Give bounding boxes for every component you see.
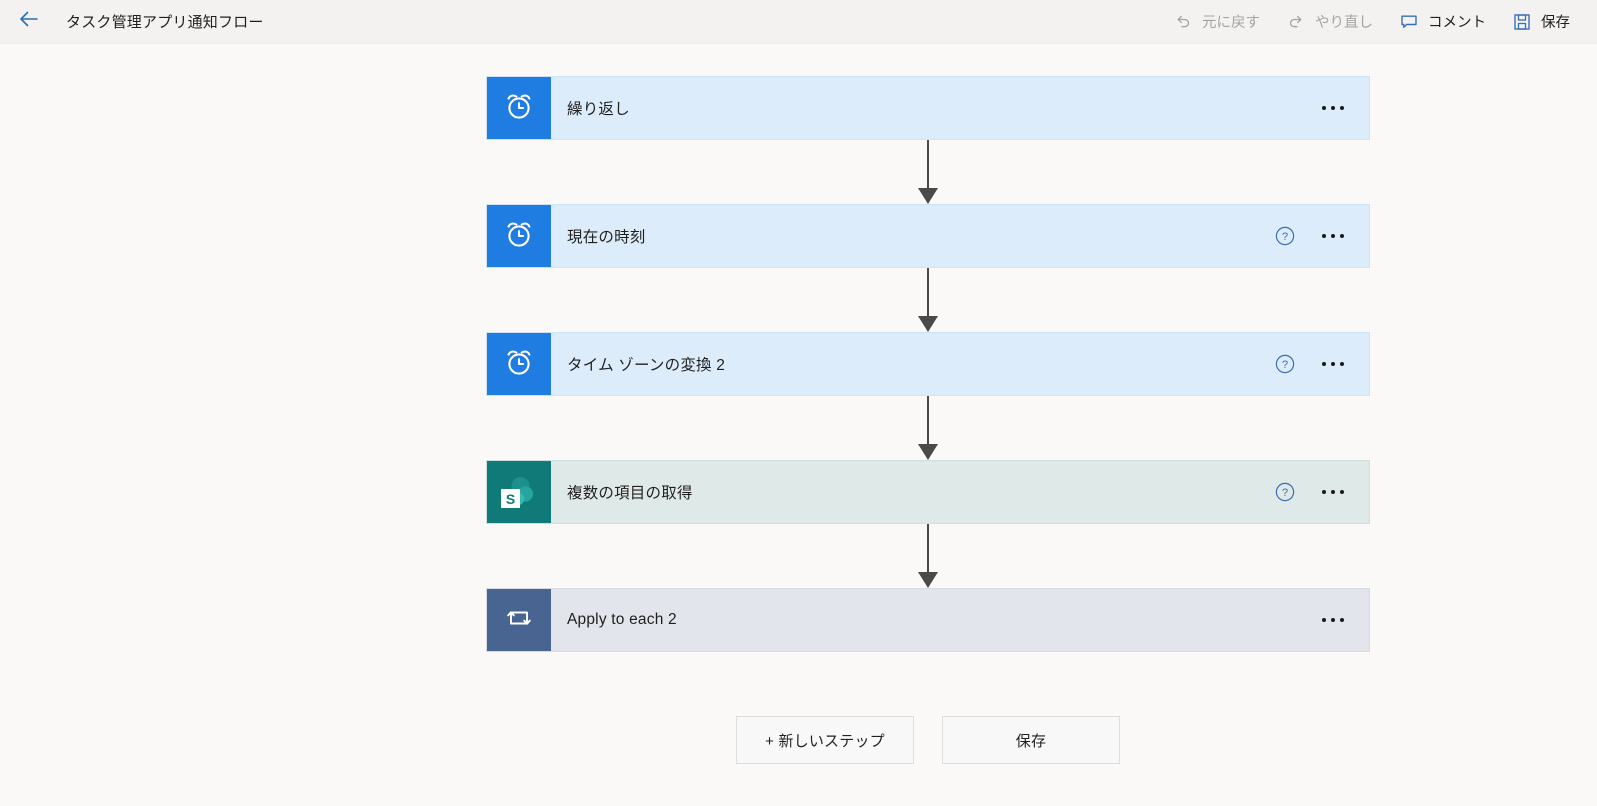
help-circle-icon[interactable]: ? bbox=[1271, 478, 1299, 506]
svg-text:?: ? bbox=[1282, 487, 1288, 499]
new-step-button[interactable]: + 新しいステップ bbox=[736, 716, 914, 764]
help-circle-icon[interactable]: ? bbox=[1271, 222, 1299, 250]
app-header: タスク管理アプリ通知フロー 元に戻す やり直し bbox=[0, 0, 1597, 44]
header-toolbar: 元に戻す やり直し コメント bbox=[1160, 5, 1583, 38]
flow-card-apply-to-each[interactable]: Apply to each 2 bbox=[486, 588, 1370, 652]
undo-label: 元に戻す bbox=[1202, 15, 1260, 31]
help-circle-icon[interactable]: ? bbox=[1271, 350, 1299, 378]
flow-connector bbox=[486, 140, 1370, 204]
card-icon-container bbox=[487, 333, 551, 395]
save-button[interactable]: 保存 bbox=[1499, 5, 1583, 38]
flow-connector bbox=[486, 268, 1370, 332]
card-body: 現在の時刻 ? bbox=[551, 205, 1369, 267]
card-title: タイム ゾーンの変換 2 bbox=[567, 357, 726, 374]
save-icon bbox=[1512, 12, 1532, 32]
undo-button[interactable]: 元に戻す bbox=[1160, 5, 1273, 38]
flow-connector bbox=[486, 524, 1370, 588]
flow-card-get-items[interactable]: S 複数の項目の取得 ? bbox=[486, 460, 1370, 524]
ellipsis-icon[interactable] bbox=[1313, 94, 1353, 122]
card-icon-container bbox=[487, 589, 551, 651]
flow-container: 繰り返し bbox=[486, 76, 1370, 764]
card-actions bbox=[1309, 606, 1353, 634]
card-icon-container bbox=[487, 77, 551, 139]
card-body: 複数の項目の取得 ? bbox=[551, 461, 1369, 523]
undo-icon bbox=[1173, 12, 1193, 32]
card-actions bbox=[1309, 94, 1353, 122]
card-icon-container bbox=[487, 205, 551, 267]
footer-save-button[interactable]: 保存 bbox=[942, 716, 1120, 764]
loop-repeat-icon bbox=[503, 602, 535, 639]
flow-card-trigger-recurrence[interactable]: 繰り返し bbox=[486, 76, 1370, 140]
card-actions: ? bbox=[1271, 222, 1353, 250]
card-title: 複数の項目の取得 bbox=[567, 485, 693, 502]
card-body: 繰り返し bbox=[551, 77, 1369, 139]
sharepoint-badge-letter: S bbox=[501, 489, 520, 508]
ellipsis-icon[interactable] bbox=[1313, 606, 1353, 634]
card-body: Apply to each 2 bbox=[551, 589, 1369, 651]
card-actions: ? bbox=[1271, 478, 1353, 506]
svg-text:?: ? bbox=[1282, 231, 1288, 243]
flow-footer-actions: + 新しいステップ 保存 bbox=[486, 716, 1370, 764]
comment-label: コメント bbox=[1428, 15, 1486, 31]
back-button[interactable] bbox=[12, 5, 46, 39]
card-title: 繰り返し bbox=[567, 101, 630, 118]
card-icon-container: S bbox=[487, 461, 551, 523]
card-actions: ? bbox=[1271, 350, 1353, 378]
sharepoint-icon: S bbox=[501, 474, 537, 510]
flow-card-convert-timezone[interactable]: タイム ゾーンの変換 2 ? bbox=[486, 332, 1370, 396]
alarm-clock-icon bbox=[502, 217, 536, 256]
alarm-clock-icon bbox=[502, 345, 536, 384]
comment-button[interactable]: コメント bbox=[1386, 5, 1499, 38]
ellipsis-icon[interactable] bbox=[1313, 478, 1353, 506]
comment-icon bbox=[1399, 12, 1419, 32]
redo-label: やり直し bbox=[1315, 15, 1373, 31]
alarm-clock-icon bbox=[502, 89, 536, 128]
ellipsis-icon[interactable] bbox=[1313, 350, 1353, 378]
redo-icon bbox=[1286, 12, 1306, 32]
card-title: Apply to each 2 bbox=[567, 611, 677, 628]
flow-card-current-time[interactable]: 現在の時刻 ? bbox=[486, 204, 1370, 268]
save-label: 保存 bbox=[1541, 15, 1570, 31]
redo-button[interactable]: やり直し bbox=[1273, 5, 1386, 38]
ellipsis-icon[interactable] bbox=[1313, 222, 1353, 250]
card-body: タイム ゾーンの変換 2 ? bbox=[551, 333, 1369, 395]
card-title: 現在の時刻 bbox=[567, 229, 646, 246]
flow-connector bbox=[486, 396, 1370, 460]
flow-canvas: 繰り返し bbox=[0, 44, 1597, 806]
back-arrow-icon bbox=[17, 7, 41, 36]
svg-text:?: ? bbox=[1282, 359, 1288, 371]
page-title: タスク管理アプリ通知フロー bbox=[66, 14, 264, 31]
